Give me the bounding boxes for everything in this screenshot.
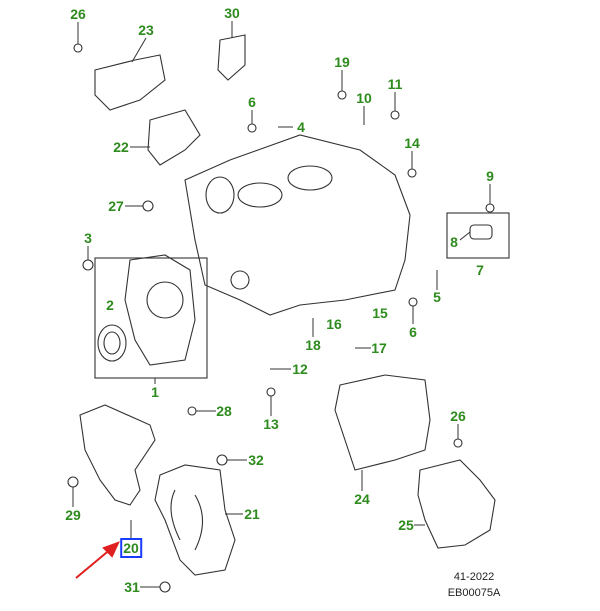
callout-19: 19 bbox=[334, 54, 350, 70]
date-code: 41-2022 bbox=[453, 571, 495, 583]
timing-cover-20 bbox=[79, 404, 156, 506]
callout-31: 31 bbox=[124, 579, 140, 595]
callout-7: 7 bbox=[476, 262, 484, 278]
callout-21: 21 bbox=[244, 506, 260, 522]
engine-block bbox=[184, 134, 411, 316]
callout-28: 28 bbox=[216, 403, 232, 419]
callout-16: 16 bbox=[326, 316, 342, 332]
callout-frame-1 bbox=[94, 257, 208, 379]
callout-23: 23 bbox=[138, 22, 154, 38]
bracket-30 bbox=[217, 34, 246, 81]
callout-5: 5 bbox=[433, 289, 441, 305]
callout-20: 20 bbox=[120, 538, 142, 558]
timing-cover-21 bbox=[154, 464, 236, 576]
callout-25: 25 bbox=[398, 517, 414, 533]
callout-9: 9 bbox=[486, 168, 494, 184]
callout-30: 30 bbox=[224, 5, 240, 21]
callout-4: 4 bbox=[297, 119, 305, 135]
callout-8: 8 bbox=[450, 234, 458, 250]
callout-11: 11 bbox=[387, 76, 403, 92]
callout-6: 6 bbox=[248, 94, 256, 110]
front-cover bbox=[124, 254, 196, 366]
callout-13: 13 bbox=[263, 416, 279, 432]
callout-18: 18 bbox=[305, 337, 321, 353]
callout-10: 10 bbox=[356, 90, 372, 106]
callout-6: 6 bbox=[409, 324, 417, 340]
callout-14: 14 bbox=[404, 135, 420, 151]
callout-17: 17 bbox=[371, 340, 387, 356]
callout-1: 1 bbox=[151, 384, 159, 400]
callout-3: 3 bbox=[84, 230, 92, 246]
callout-2: 2 bbox=[106, 297, 114, 313]
heat-shield-23 bbox=[94, 54, 166, 111]
callout-22: 22 bbox=[113, 139, 129, 155]
callout-32: 32 bbox=[248, 452, 264, 468]
callout-29: 29 bbox=[65, 507, 81, 523]
callout-15: 15 bbox=[372, 305, 388, 321]
pointer-arrow bbox=[75, 541, 120, 579]
callout-frame-7 bbox=[446, 212, 510, 259]
cover-25 bbox=[417, 459, 496, 549]
callout-27: 27 bbox=[108, 198, 124, 214]
cover-24 bbox=[334, 374, 431, 471]
callout-12: 12 bbox=[292, 361, 308, 377]
callout-26: 26 bbox=[450, 408, 466, 424]
illustration-id: EB00075A bbox=[447, 587, 501, 599]
callout-24: 24 bbox=[354, 491, 370, 507]
callout-26: 26 bbox=[70, 6, 86, 22]
bracket-22 bbox=[147, 109, 201, 166]
